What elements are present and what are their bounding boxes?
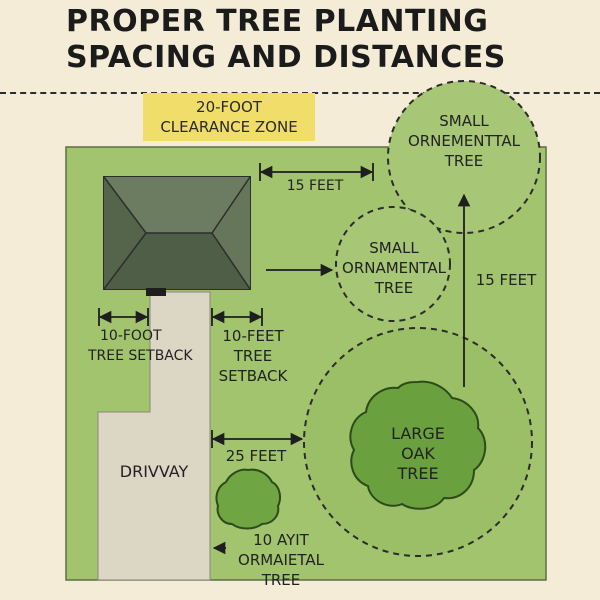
label-small-tree-top: SMALL ORNEMENTTAL TREE (406, 111, 522, 171)
label-small-bottom: 10 AYIT ORMAIETAL TREE (226, 530, 336, 590)
label-small-tree-mid-line-2: ORNAMENTAL (342, 259, 446, 277)
label-small-bottom-line-1: 10 AYIT (253, 531, 309, 549)
label-small-bottom-line-3: TREE (261, 571, 301, 589)
label-small-tree-mid-line-1: SMALL (369, 239, 419, 257)
title-line-2: SPACING AND DISTANCES (66, 40, 506, 75)
dimension-15ft-top (259, 163, 374, 181)
label-small-tree-top-line-2: ORNEMENTTAL (407, 132, 521, 150)
dimension-mid-setback (211, 308, 263, 326)
label-large-oak-line-3: TREE (397, 464, 439, 483)
label-large-oak: LARGE OAK TREE (368, 424, 468, 484)
label-small-tree-mid-line-3: TREE (374, 279, 414, 297)
label-small-tree-top-line-3: TREE (444, 152, 484, 170)
small-tree-top-canopy (387, 80, 541, 234)
label-left-setback-line-2: TREE SETBACK (88, 348, 193, 364)
large-oak-crown (349, 380, 487, 510)
label-mid-setback: 10-FEET TREE SETBACK (212, 326, 294, 386)
label-small-bottom-line-2: ORMAIETAL (238, 551, 324, 569)
dimension-left-setback (98, 308, 149, 326)
label-small-tree-mid: SMALL ORNAMENTAL TREE (338, 238, 450, 298)
title-line-1: PROPER TREE PLANTING (66, 4, 489, 39)
label-small-tree-top-line-1: SMALL (439, 112, 489, 130)
clearance-zone-label: 20-FOOT CLEARANCE ZONE (143, 93, 315, 141)
label-15ft-top: 15 FEET (286, 178, 344, 194)
small-shrub (215, 468, 281, 530)
label-15ft-vertical: 15 FEET (475, 271, 537, 289)
label-mid-setback-line-3: SETBACK (218, 367, 288, 385)
driveway (97, 291, 211, 581)
small-tree-mid-canopy (335, 206, 451, 322)
label-large-oak-line-1: LARGE (391, 424, 445, 443)
label-mid-setback-line-1: 10-FEET (222, 327, 284, 345)
label-mid-setback-line-2: TREE (233, 347, 273, 365)
label-large-oak-line-2: OAK (401, 444, 435, 463)
house (103, 176, 251, 296)
dimension-25ft (211, 430, 304, 448)
label-left-setback-line-1: 10-FOOT (100, 328, 162, 344)
label-25ft: 25 FEET (225, 447, 287, 465)
label-left-setback: 10-FOOT TREE SETBACK (88, 326, 210, 366)
page-title: PROPER TREE PLANTING SPACING AND DISTANC… (66, 4, 586, 76)
clearance-zone-line-2: CLEARANCE ZONE (160, 118, 298, 136)
clearance-zone-line-1: 20-FOOT (196, 98, 262, 116)
label-driveway: DRIVVAY (119, 462, 189, 481)
